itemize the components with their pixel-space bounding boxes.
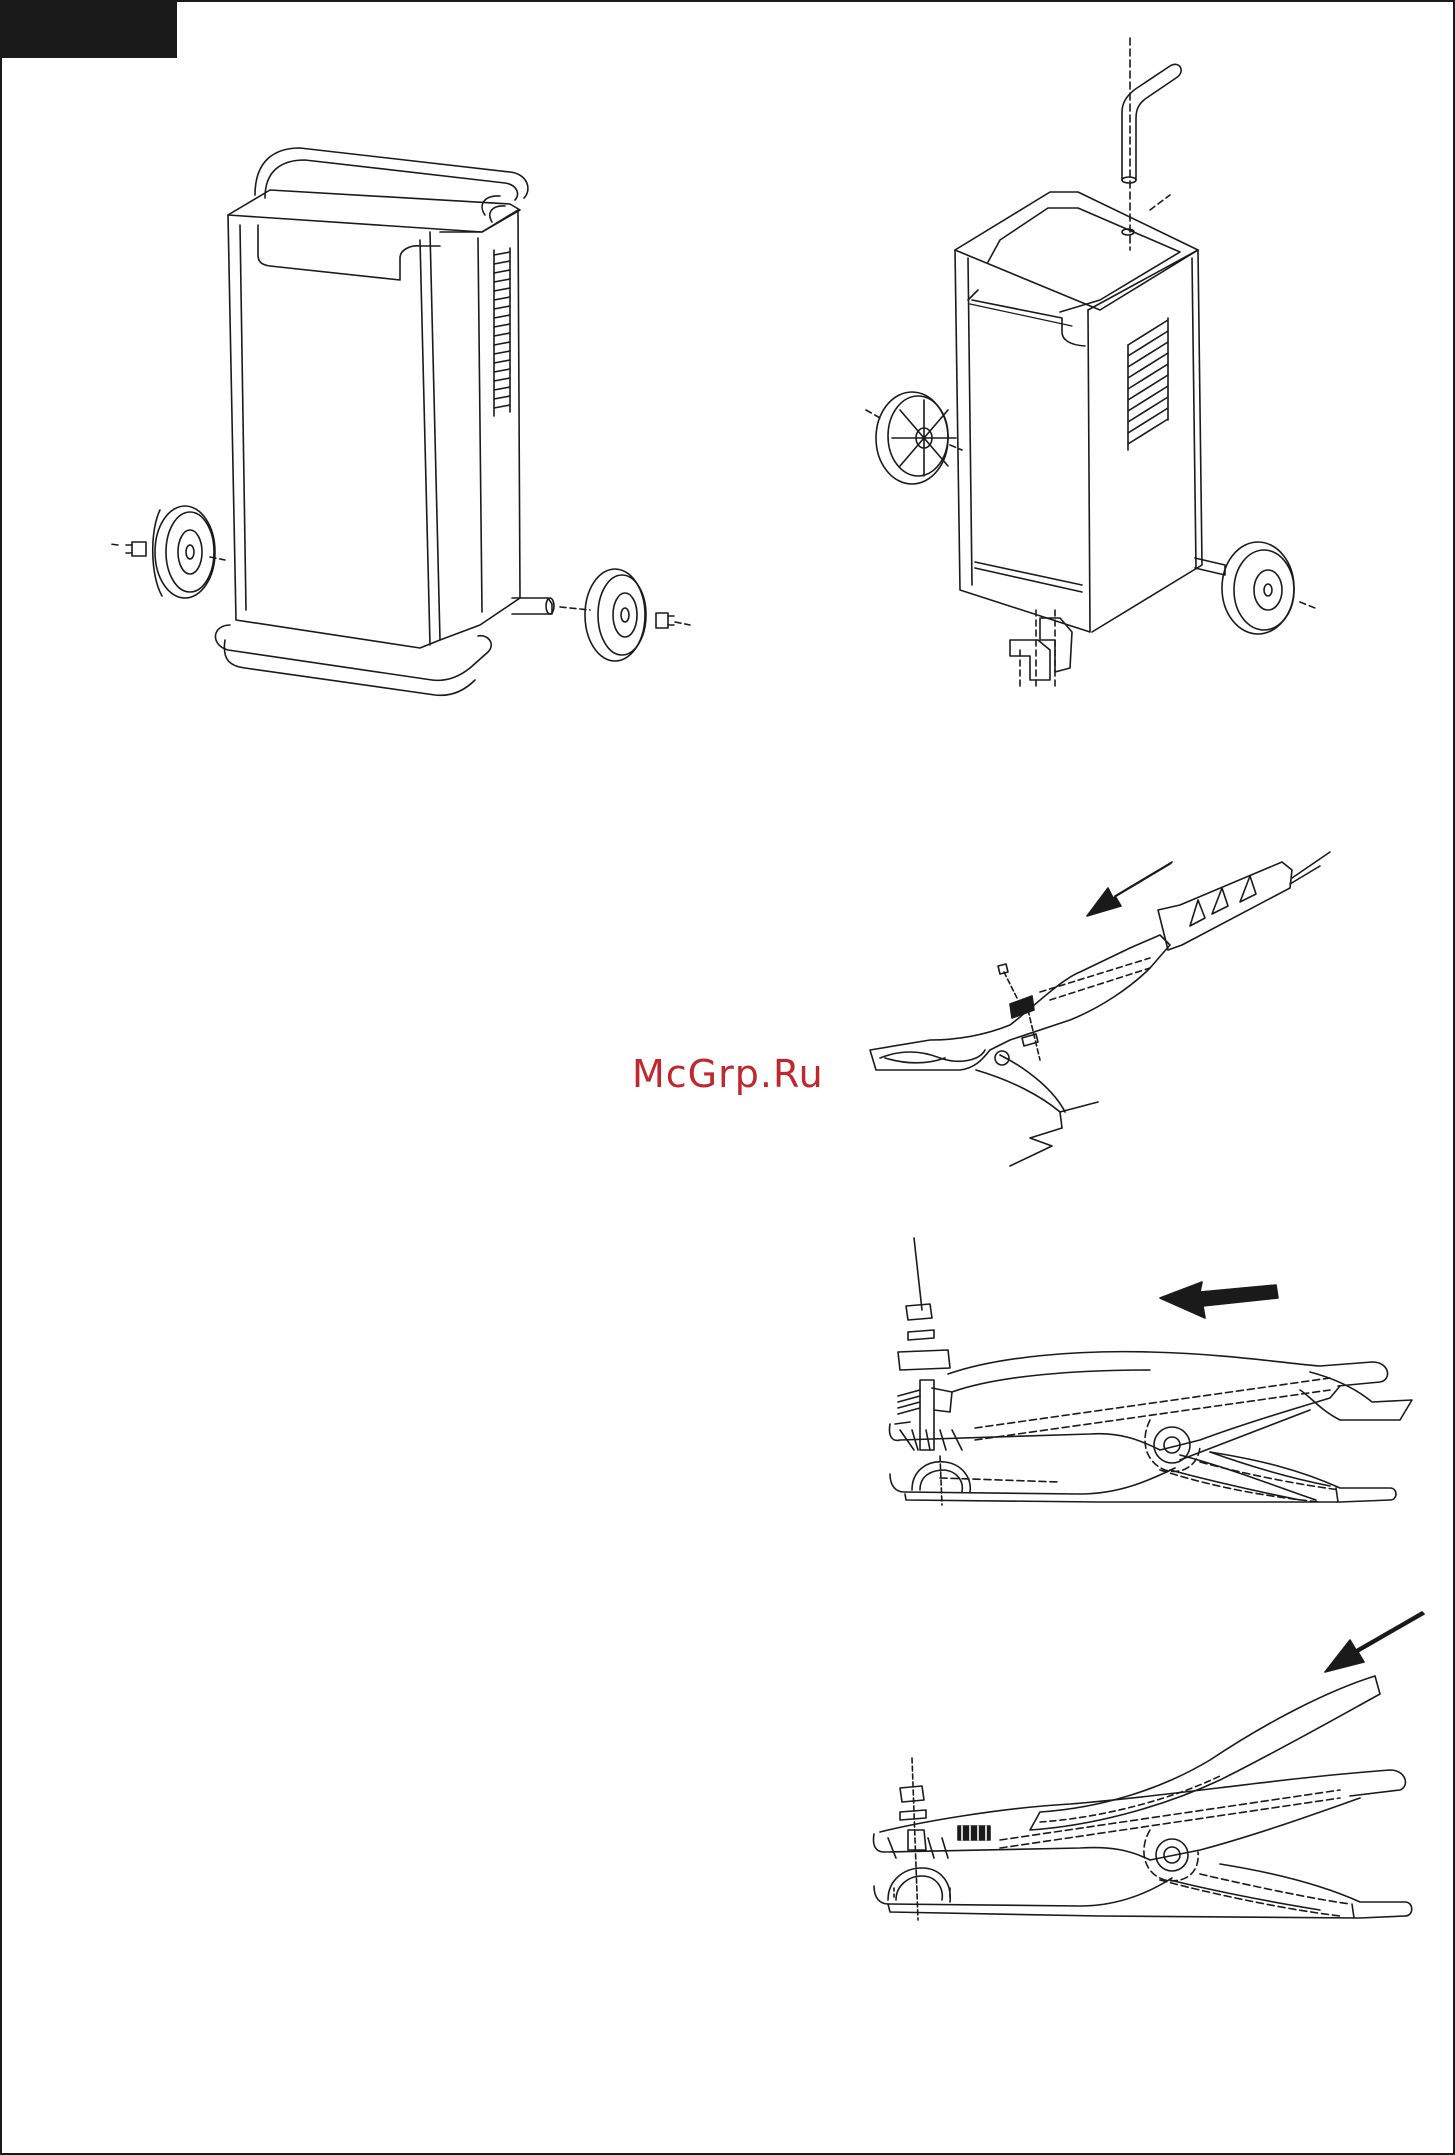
right-wheel (560, 569, 690, 661)
charger-rear-assembly-figure (110, 148, 690, 695)
left-wheel (110, 506, 225, 598)
large-clamp-bolt-figure (889, 1238, 1412, 1505)
support-foot (1010, 610, 1072, 690)
direction-arrow (1087, 862, 1172, 916)
front-right-wheel (1222, 542, 1315, 634)
charger-front-assembly-figure (866, 38, 1315, 690)
small-clamp-cable-figure (870, 852, 1330, 1166)
side-vent-slats (494, 248, 510, 416)
watermark-text: McGrp.Ru (632, 1052, 862, 1096)
direction-arrow (1325, 1612, 1424, 1672)
front-left-wheel (866, 392, 962, 484)
front-vent-slats (1128, 318, 1168, 450)
large-clamp-cable-figure (873, 1612, 1424, 1920)
direction-arrow (1160, 1282, 1278, 1318)
